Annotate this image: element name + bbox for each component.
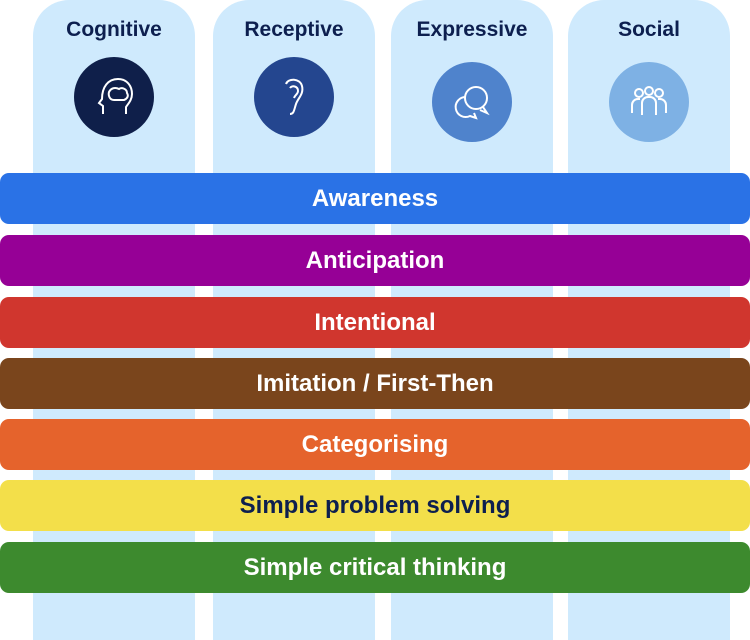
speech-bubbles-icon [432,62,512,142]
level-bar-intentional: Intentional [0,297,750,348]
level-bar-categorising: Categorising [0,419,750,470]
ear-icon [254,57,334,137]
level-bar-problem-solving: Simple problem solving [0,480,750,531]
brain-head-icon [74,57,154,137]
level-bar-awareness: Awareness [0,173,750,224]
column-title: Social [618,18,680,41]
column-title: Cognitive [66,18,162,41]
level-bar-imitation: Imitation / First-Then [0,358,750,409]
level-bar-anticipation: Anticipation [0,235,750,286]
column-title: Expressive [416,18,528,41]
level-bar-critical-thinking: Simple critical thinking [0,542,750,593]
column-title: Receptive [244,18,344,41]
people-group-icon [609,62,689,142]
